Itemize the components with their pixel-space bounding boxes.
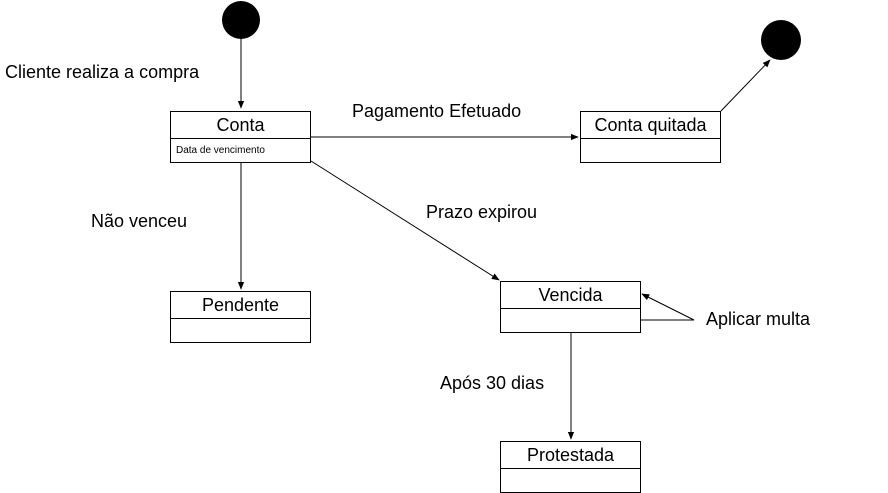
label-aplicar-multa: Aplicar multa (706, 309, 811, 329)
final-node (761, 20, 801, 60)
state-vencida-name: Vencida (501, 282, 640, 309)
label-cliente-realiza-a-compra: Cliente realiza a compra (5, 62, 200, 82)
edge-vencida-self-loop (641, 293, 695, 321)
state-vencida: Vencida (500, 281, 641, 333)
state-protestada: Protestada (500, 441, 641, 493)
state-pendente: Pendente (170, 291, 311, 343)
state-pendente-name: Pendente (171, 292, 310, 319)
initial-node (222, 1, 260, 39)
label-pagamento-efetuado: Pagamento Efetuado (352, 101, 522, 121)
state-conta-quitada: Conta quitada (580, 111, 721, 163)
state-conta: Conta Data de vencimento (170, 111, 311, 163)
label-apos-30-dias: Após 30 dias (440, 373, 545, 393)
label-prazo-expirou: Prazo expirou (426, 202, 538, 222)
state-conta-attribute: Data de vencimento (176, 145, 265, 156)
state-protestada-name: Protestada (501, 442, 640, 469)
edge-conta-to-vencida (310, 160, 500, 281)
state-conta-quitada-name: Conta quitada (581, 112, 720, 139)
label-nao-venceu: Não venceu (91, 211, 188, 231)
edge-quitada-to-final (720, 59, 771, 112)
state-conta-name: Conta (171, 112, 310, 139)
